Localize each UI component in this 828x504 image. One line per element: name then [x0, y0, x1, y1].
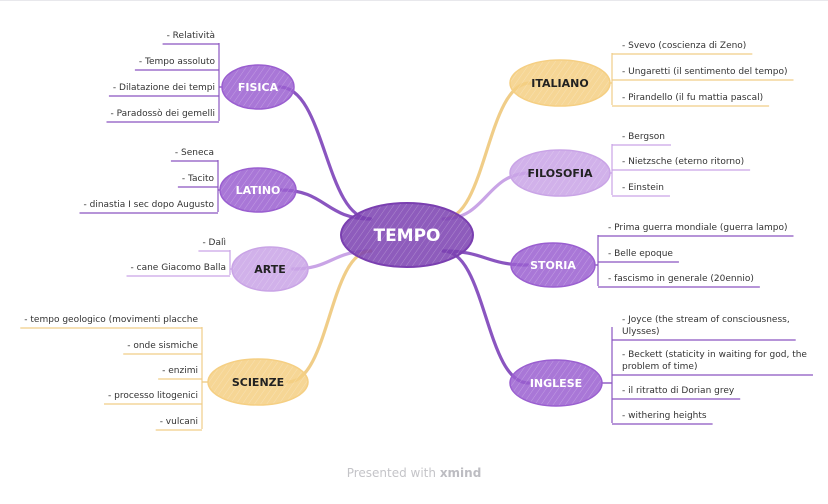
item-text: - Tempo assoluto	[139, 57, 216, 67]
arte-label: ARTE	[254, 263, 286, 276]
scienze-items: - tempo geologico (movimenti placche - on…	[20, 315, 208, 431]
central-label: TEMPO	[373, 226, 440, 246]
fisica-items: - Relatività - Tempo assoluto - Dilatazion…	[106, 31, 222, 123]
branch-scienze: - tempo geologico (movimenti placche - on…	[20, 315, 309, 431]
item-text: - Ungaretti (il sentimento del tempo)	[622, 67, 788, 77]
item-text: - Prima guerra mondiale (guerra lampo)	[608, 223, 788, 233]
branch-arte: - Dalì - cane Giacomo Balla ARTE	[126, 238, 309, 292]
item-text: Ulysses)	[622, 327, 660, 337]
list-item: - dinastia I sec dopo Augusto	[79, 200, 218, 214]
list-item: - cane Giacomo Balla	[126, 263, 230, 277]
scienze-node	[207, 358, 309, 406]
italiano-node	[509, 59, 611, 107]
list-item: - Prima guerra mondiale (guerra lampo)	[598, 223, 794, 237]
xmind-logo: xmind	[439, 466, 482, 480]
item-text: - tempo geologico (movimenti placche	[24, 315, 198, 325]
storia-items: - Prima guerra mondiale (guerra lampo) - …	[595, 223, 794, 288]
branch-fisica: - Relatività - Tempo assoluto - Dilatazion…	[106, 31, 295, 123]
list-item: - vulcani	[155, 417, 202, 431]
list-item: - Seneca	[170, 148, 218, 162]
central-node	[340, 202, 474, 268]
arte-node	[231, 246, 309, 292]
item-text: - Beckett (staticity in waiting for god,…	[622, 350, 807, 360]
branch-inglese: - Joyce (the stream of consciousness, Uly…	[509, 315, 813, 425]
item-text: - vulcani	[160, 417, 198, 427]
item-text: problem of time)	[622, 362, 697, 372]
list-item: - Joyce (the stream of consciousness, Uly…	[612, 315, 796, 341]
list-item: - Nietzsche (eterno ritorno)	[612, 157, 751, 171]
latino-node	[219, 167, 297, 213]
scienze-label: SCIENZE	[232, 376, 284, 389]
item-text: - Relatività	[167, 31, 215, 41]
italiano-items: - Svevo (coscienza di Zeno) - Ungaretti (…	[610, 41, 794, 107]
list-item: - Tacito	[177, 174, 218, 188]
storia-label: STORIA	[530, 259, 576, 272]
filosofia-label: FILOSOFIA	[528, 167, 593, 180]
list-item: - Pirandello (il fu mattia pascal)	[612, 93, 770, 107]
list-item: - withering heights	[612, 411, 713, 425]
branch-storia: - Prima guerra mondiale (guerra lampo) - …	[510, 223, 794, 288]
list-item: - Belle epoque	[598, 249, 679, 263]
item-text: - onde sismiche	[127, 341, 198, 351]
item-text: - Dalì	[202, 238, 226, 248]
storia-node	[510, 242, 596, 288]
item-text: - fascismo in generale (20ennio)	[608, 274, 754, 284]
fisica-node	[221, 64, 295, 110]
list-item: - Paradossò dei gemelli	[106, 108, 219, 123]
fisica-label: FISICA	[238, 81, 279, 94]
connector-italiano	[441, 81, 532, 221]
item-text: - Belle epoque	[608, 249, 673, 259]
list-item: - Ungaretti (il sentimento del tempo)	[612, 67, 794, 81]
list-item: - il ritratto di Dorian grey	[612, 386, 741, 400]
list-item: - onde sismiche	[123, 341, 202, 355]
central-topic: TEMPO	[340, 202, 474, 268]
item-text: - Paradossò dei gemelli	[111, 108, 216, 119]
list-item: - fascismo in generale (20ennio)	[598, 274, 760, 288]
item-text: - il ritratto di Dorian grey	[622, 386, 735, 396]
item-text: - Einstein	[622, 183, 664, 193]
inglese-node	[509, 359, 603, 407]
item-text: - Pirandello (il fu mattia pascal)	[622, 93, 763, 103]
item-text: - withering heights	[622, 411, 707, 421]
branch-italiano: - Svevo (coscienza di Zeno) - Ungaretti (…	[509, 41, 794, 107]
item-text: - Svevo (coscienza di Zeno)	[622, 41, 746, 51]
list-item: - Bergson	[612, 132, 671, 146]
connector-fisica	[278, 85, 373, 221]
list-item: - Einstein	[612, 183, 670, 197]
list-item: - Beckett (staticity in waiting for god,…	[612, 350, 813, 376]
item-text: - Seneca	[175, 148, 214, 158]
item-text: - dinastia I sec dopo Augusto	[84, 200, 215, 210]
list-item: - Svevo (coscienza di Zeno)	[612, 41, 753, 55]
footer-credit: Presented with xmind	[0, 466, 828, 480]
arte-items: - Dalì - cane Giacomo Balla	[126, 238, 232, 277]
inglese-label: INGLESE	[530, 377, 582, 390]
branch-filosofia: - Bergson - Nietzsche (eterno ritorno) - E…	[509, 132, 751, 197]
italiano-label: ITALIANO	[531, 77, 588, 90]
item-text: - cane Giacomo Balla	[131, 263, 226, 273]
item-text: - Nietzsche (eterno ritorno)	[622, 157, 744, 167]
item-text: - processo litogenici	[108, 391, 198, 401]
inglese-items: - Joyce (the stream of consciousness, Uly…	[602, 315, 813, 425]
item-text: - Tacito	[182, 174, 215, 184]
list-item: - tempo geologico (movimenti placche	[20, 315, 202, 329]
latino-label: LATINO	[236, 184, 281, 197]
item-text: - Joyce (the stream of consciousness,	[622, 315, 790, 325]
filosofia-node	[509, 149, 611, 197]
filosofia-items: - Bergson - Nietzsche (eterno ritorno) - E…	[610, 132, 751, 197]
list-item: - Relatività	[162, 31, 219, 45]
list-item: - Dalì	[198, 238, 230, 252]
item-text: - enzimi	[162, 366, 198, 376]
list-item: - Tempo assoluto	[134, 57, 219, 71]
top-border	[0, 0, 828, 1]
list-item: - Dilatazione dei tempi	[108, 83, 219, 97]
list-item: - enzimi	[158, 366, 202, 380]
latino-items: - Seneca - Tacito - dinastia I sec dopo Au…	[79, 148, 220, 214]
list-item: - processo litogenici	[104, 391, 202, 405]
branch-latino: - Seneca - Tacito - dinastia I sec dopo Au…	[79, 148, 297, 214]
footer-prefix: Presented with	[346, 466, 436, 480]
item-text: - Dilatazione dei tempi	[113, 83, 215, 93]
item-text: - Bergson	[622, 132, 665, 142]
